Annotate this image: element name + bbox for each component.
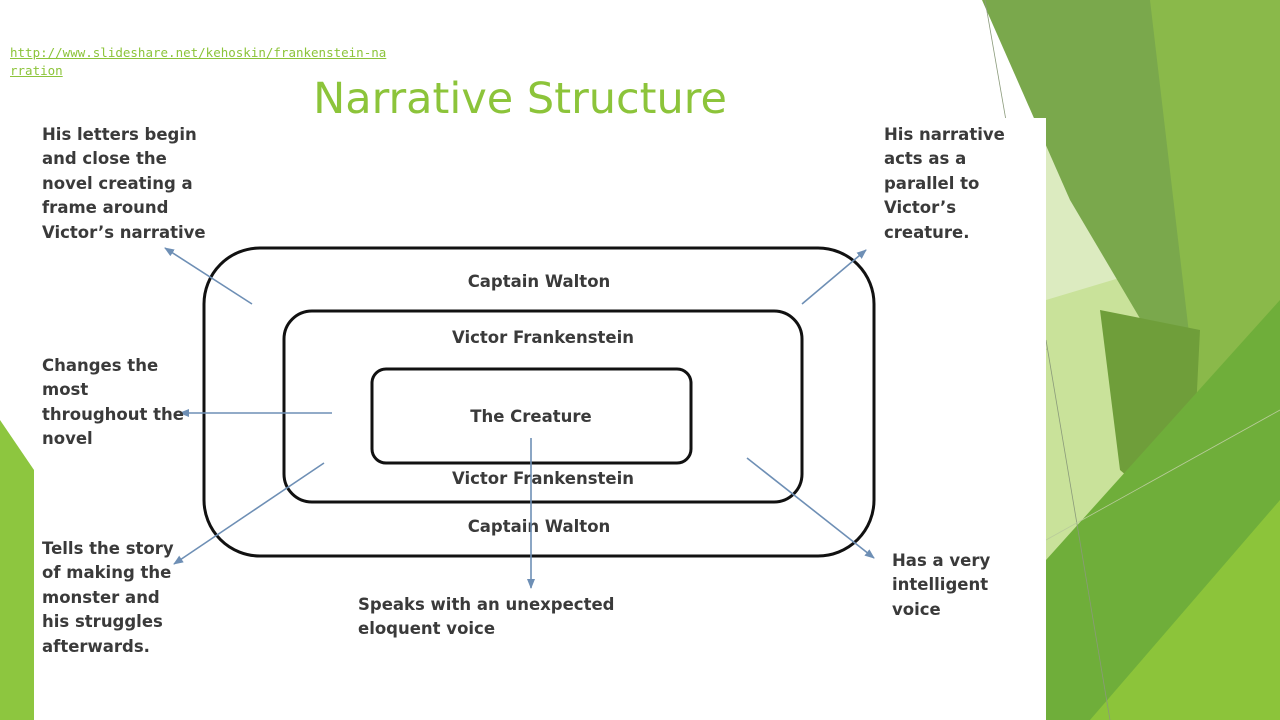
annotation-creature-intelligent: Has a very intelligent voice <box>892 551 991 619</box>
inner-label: The Creature <box>470 407 591 426</box>
annotation-walton-parallel: His narrative acts as a parallel to Vict… <box>884 125 1005 242</box>
decor-thin-line <box>1045 339 1111 720</box>
annotation-victor-story: Tells the story of making the monster an… <box>42 539 174 656</box>
arrow-to-walton-parallel-note <box>801 249 867 305</box>
narrative-structure-diagram: Captain Walton Victor Frankenstein The C… <box>34 118 1046 720</box>
slide-title: Narrative Structure <box>313 74 727 124</box>
outer-top-label: Captain Walton <box>468 272 611 291</box>
middle-frame-victor-frankenstein <box>282 309 804 504</box>
outer-frame-captain-walton <box>202 246 876 558</box>
decor-thin-line <box>1045 409 1280 541</box>
arrow-to-creature-intelligent-note <box>746 457 875 559</box>
annotation-walton-frame: His letters begin and close the novel cr… <box>42 125 206 242</box>
left-green-accent <box>0 420 34 720</box>
middle-bottom-label: Victor Frankenstein <box>452 469 634 488</box>
source-link[interactable]: http://www.slideshare.net/kehoskin/frank… <box>10 45 387 78</box>
outer-bottom-label: Captain Walton <box>468 517 611 536</box>
right-bottom-wedge <box>1090 500 1280 720</box>
annotation-victor-changes: Changes the most throughout the novel <box>42 356 184 449</box>
arrow-to-victor-story-note <box>173 462 325 565</box>
right-dark-wedge <box>982 0 1200 420</box>
annotation-creature-voice: Speaks with an unexpected eloquent voice <box>358 595 615 639</box>
arrow-to-walton-frame-note <box>164 247 253 305</box>
middle-top-label: Victor Frankenstein <box>452 328 634 347</box>
